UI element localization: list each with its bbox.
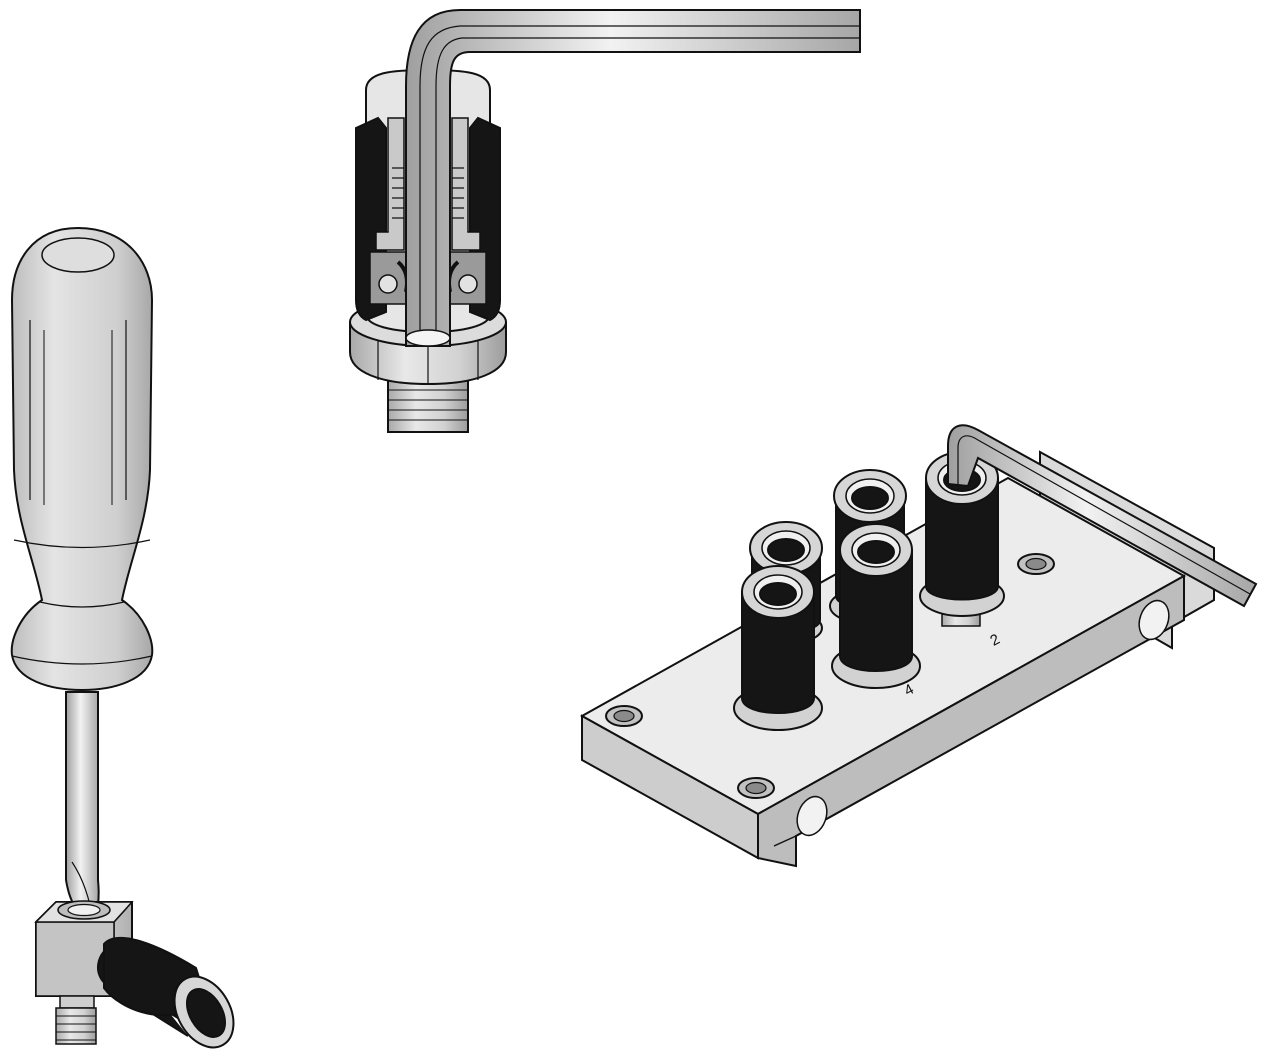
push-in-fitting-port-2 <box>919 451 1005 627</box>
screwdriver-with-elbow-fitting <box>10 226 235 1049</box>
cutaway-fitting-with-hex-key <box>349 9 861 433</box>
manifold-block-assembly: 2 4 <box>579 424 1258 868</box>
push-in-fitting-port-4 <box>831 523 921 689</box>
screwdriver-handle <box>10 226 154 692</box>
push-in-fitting <box>733 565 823 731</box>
hex-key <box>405 9 861 347</box>
manifold-hex-key <box>947 424 1258 608</box>
